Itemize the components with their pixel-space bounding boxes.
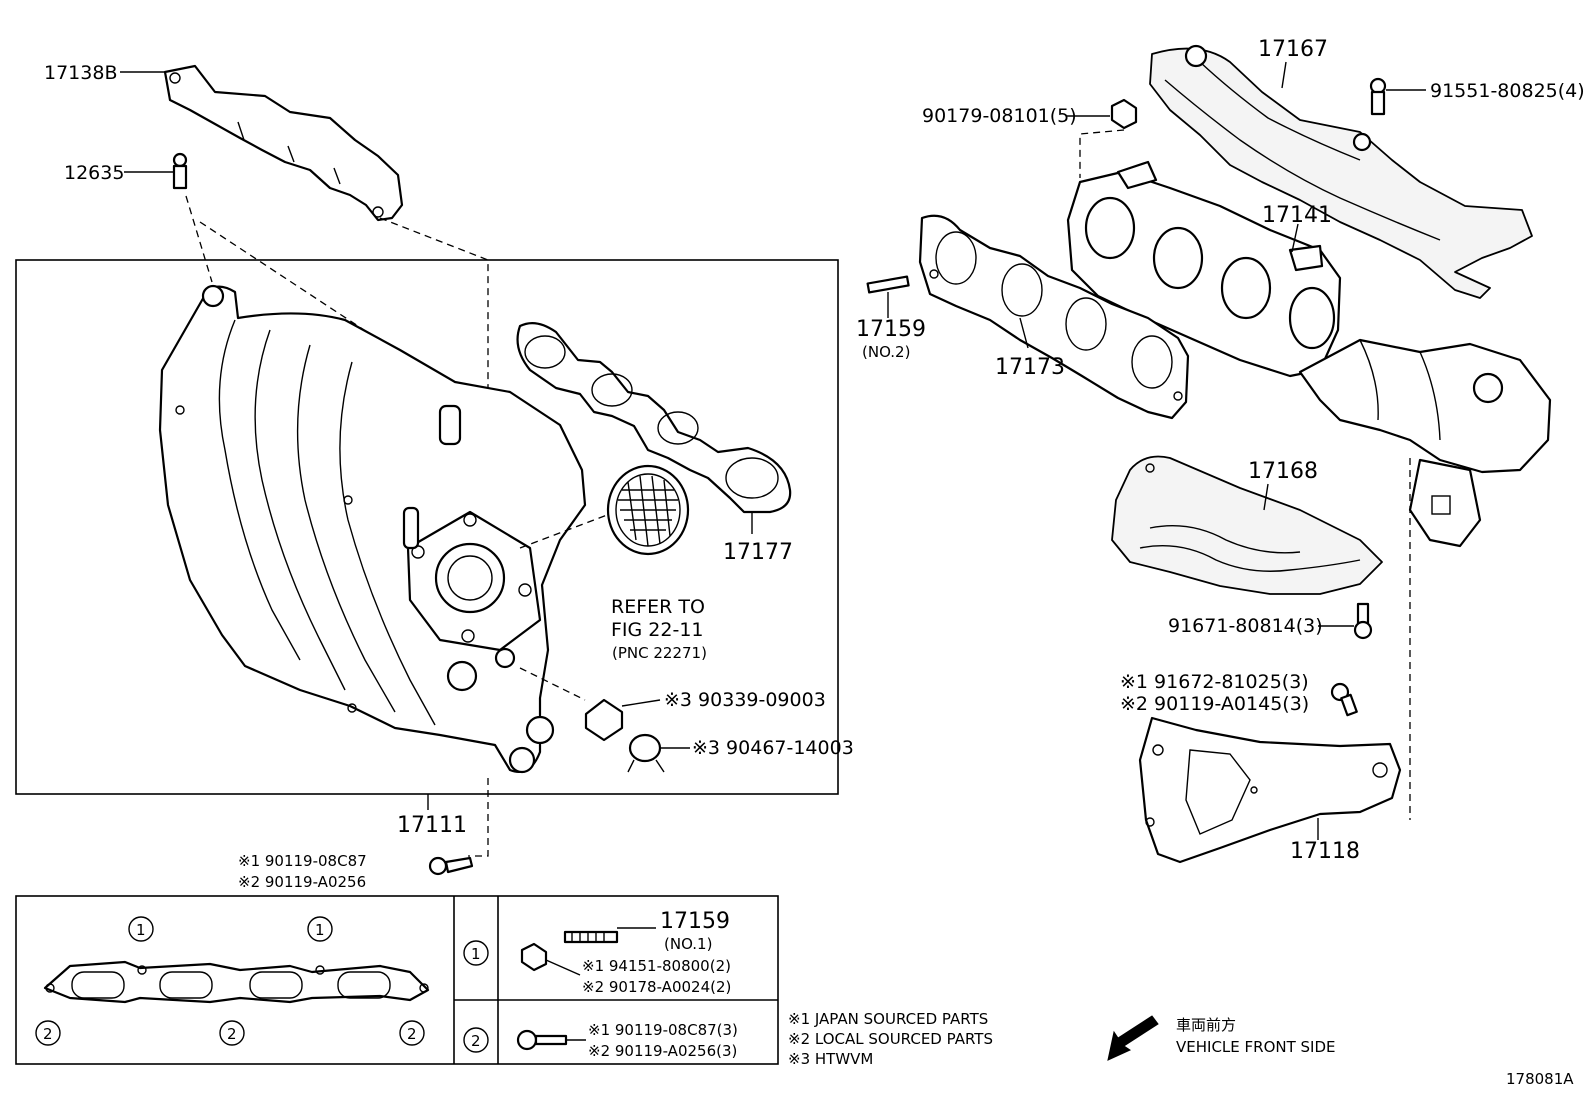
legend-japan-sourced: ※1 JAPAN SOURCED PARTS bbox=[788, 1010, 988, 1028]
direction-jp: 車両前方 bbox=[1176, 1016, 1236, 1034]
svg-text:1: 1 bbox=[136, 921, 146, 939]
gasket-inset-frame bbox=[15, 895, 779, 1065]
inset-fastener-90119-a0256-label: ※2 90119-A0256(3) bbox=[588, 1042, 737, 1060]
fastener-90119-a0145-label: ※2 90119-A0145(3) bbox=[1120, 693, 1309, 715]
plug-90339-09003 bbox=[584, 698, 624, 742]
fastener-91671-label: 91671-80814(3) bbox=[1168, 615, 1323, 637]
inset-part-17159-label: 17159 bbox=[660, 909, 730, 934]
bolt-91551-80825 bbox=[1369, 77, 1387, 116]
clip-90467-14003 bbox=[627, 733, 665, 773]
inset-fastener-90178-label: ※2 90178-A0024(2) bbox=[582, 978, 731, 996]
inset-callout-1b: 1 bbox=[307, 916, 333, 942]
svg-text:2: 2 bbox=[471, 1032, 481, 1050]
exhaust-manifold-17141 bbox=[1066, 160, 1552, 548]
svg-text:1: 1 bbox=[471, 945, 481, 963]
svg-text:2: 2 bbox=[227, 1025, 237, 1043]
inset-row1-callout: 1 bbox=[463, 940, 489, 966]
fastener-91672-label: ※1 91672-81025(3) bbox=[1120, 671, 1309, 693]
stud-17159-no2 bbox=[866, 275, 910, 294]
fastener-90339-label: ※3 90339-09003 bbox=[664, 689, 826, 711]
inset-fastener-90119-08c87-label: ※1 90119-08C87(3) bbox=[588, 1021, 738, 1039]
part-17177-label: 17177 bbox=[723, 540, 793, 565]
inset-part-17159-note: (NO.1) bbox=[664, 935, 712, 953]
inset-callout-1a: 1 bbox=[128, 916, 154, 942]
direction-en: VEHICLE FRONT SIDE bbox=[1176, 1038, 1336, 1056]
inset-bolt-90119 bbox=[516, 1029, 568, 1051]
stud-12635 bbox=[172, 152, 188, 190]
part-17118-label: 17118 bbox=[1290, 839, 1360, 864]
bolt-91671-80814 bbox=[1353, 602, 1373, 640]
heat-insulator-17167 bbox=[1149, 44, 1533, 299]
nut-90179-08101 bbox=[1110, 98, 1138, 130]
bolt-91672-81025 bbox=[1330, 682, 1358, 717]
legend-htwvm: ※3 HTWVM bbox=[788, 1050, 873, 1068]
part-17111-label: 17111 bbox=[397, 813, 467, 838]
vehicle-front-arrow-icon bbox=[1107, 1015, 1159, 1061]
inset-callout-2c: 2 bbox=[399, 1020, 425, 1046]
inset-row2-callout: 2 bbox=[463, 1027, 489, 1053]
part-17173-label: 17173 bbox=[995, 355, 1065, 380]
intake-manifold-frame bbox=[15, 259, 839, 795]
bracket-17118 bbox=[1138, 716, 1402, 864]
bracket-17138b bbox=[163, 64, 404, 222]
refer-fig-line2: FIG 22-11 bbox=[611, 619, 704, 641]
inset-callout-2b: 2 bbox=[219, 1020, 245, 1046]
part-17167-label: 17167 bbox=[1258, 37, 1328, 62]
svg-text:1: 1 bbox=[315, 921, 325, 939]
fastener-90119-08c87-label: ※1 90119-08C87 bbox=[238, 852, 367, 870]
inset-stud-17159-no1 bbox=[563, 930, 619, 944]
fastener-90119-a0256-label: ※2 90119-A0256 bbox=[238, 873, 366, 891]
part-17168-label: 17168 bbox=[1248, 459, 1318, 484]
fastener-90179-label: 90179-08101(5) bbox=[922, 105, 1077, 127]
fastener-91551-label: 91551-80825(4) bbox=[1430, 80, 1585, 102]
refer-fig-line1: REFER TO bbox=[611, 596, 705, 618]
fastener-90467-label: ※3 90467-14003 bbox=[692, 737, 854, 759]
figure-code: 178081A bbox=[1506, 1070, 1574, 1088]
part-17138b-label: 17138B bbox=[44, 62, 117, 84]
inset-callout-2a: 2 bbox=[35, 1020, 61, 1046]
heat-insulator-17168 bbox=[1111, 455, 1383, 595]
bolt-90119-08c87 bbox=[428, 856, 474, 876]
intake-gasket-17177 bbox=[516, 321, 792, 514]
part-17159-no2-label: 17159 bbox=[856, 317, 926, 342]
intake-manifold-17111 bbox=[158, 284, 587, 774]
part-17159-no2-note: (NO.2) bbox=[862, 343, 910, 361]
legend-local-sourced: ※2 LOCAL SOURCED PARTS bbox=[788, 1030, 993, 1048]
inset-nut-94151 bbox=[520, 942, 548, 972]
inset-gasket-drawing bbox=[43, 960, 430, 1004]
svg-text:2: 2 bbox=[407, 1025, 417, 1043]
inset-fastener-94151-label: ※1 94151-80800(2) bbox=[582, 957, 731, 975]
part-12635-label: 12635 bbox=[64, 162, 124, 184]
throttle-body-gasket bbox=[606, 464, 690, 556]
svg-text:2: 2 bbox=[43, 1025, 53, 1043]
refer-fig-line3: (PNC 22271) bbox=[612, 644, 707, 662]
exhaust-gasket-17173 bbox=[918, 214, 1190, 420]
part-17141-label: 17141 bbox=[1262, 203, 1332, 228]
